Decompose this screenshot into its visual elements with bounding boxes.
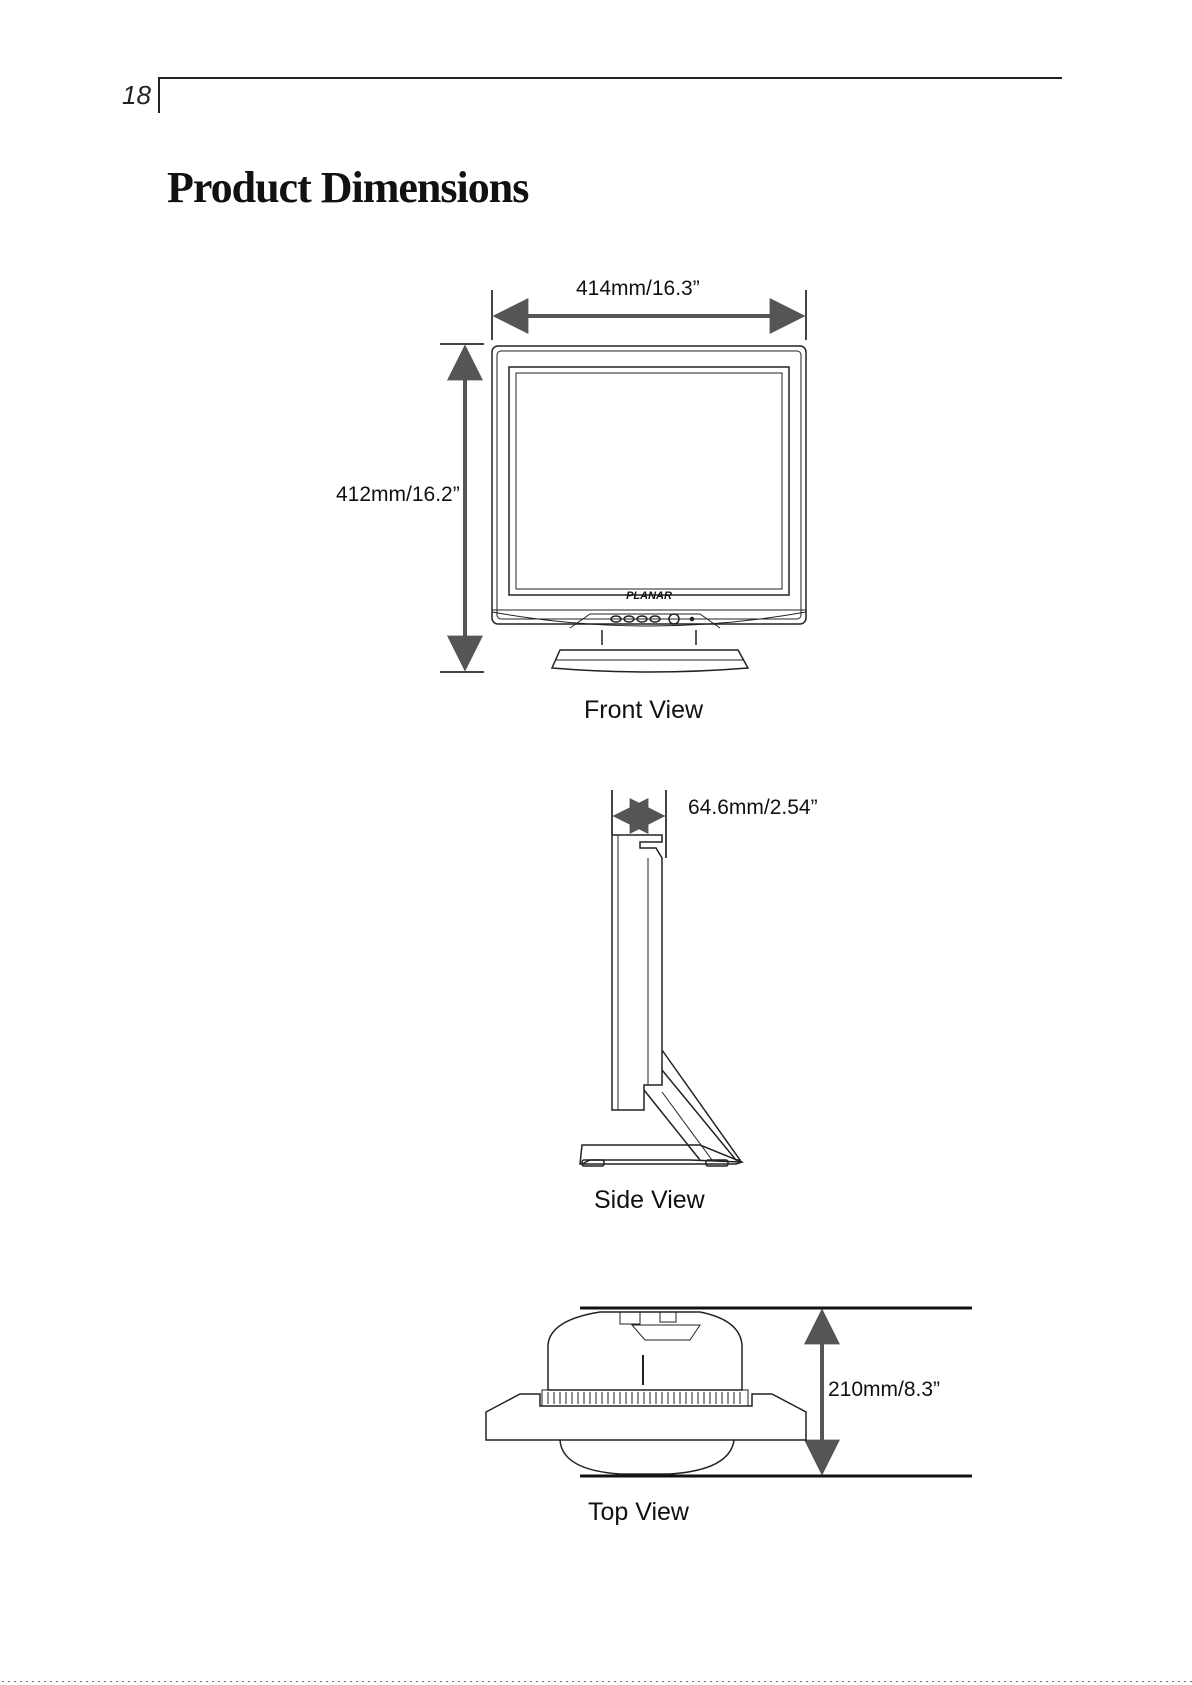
side-depth-dimension bbox=[612, 790, 666, 858]
front-monitor bbox=[492, 346, 806, 672]
front-height-label: 412mm/16.2” bbox=[336, 483, 460, 507]
bottom-dotted-edge bbox=[0, 1680, 1192, 1683]
front-logo: PLANAR bbox=[626, 590, 672, 602]
side-view-caption: Side View bbox=[594, 1186, 705, 1215]
top-depth-label: 210mm/8.3” bbox=[828, 1378, 940, 1402]
front-view-drawing bbox=[440, 290, 806, 672]
side-depth-label: 64.6mm/2.54” bbox=[688, 796, 818, 820]
side-view-drawing bbox=[580, 790, 742, 1166]
front-height-dimension bbox=[440, 344, 484, 672]
top-view-caption: Top View bbox=[588, 1498, 689, 1527]
front-view-caption: Front View bbox=[584, 696, 703, 725]
front-width-label: 414mm/16.3” bbox=[576, 277, 700, 301]
